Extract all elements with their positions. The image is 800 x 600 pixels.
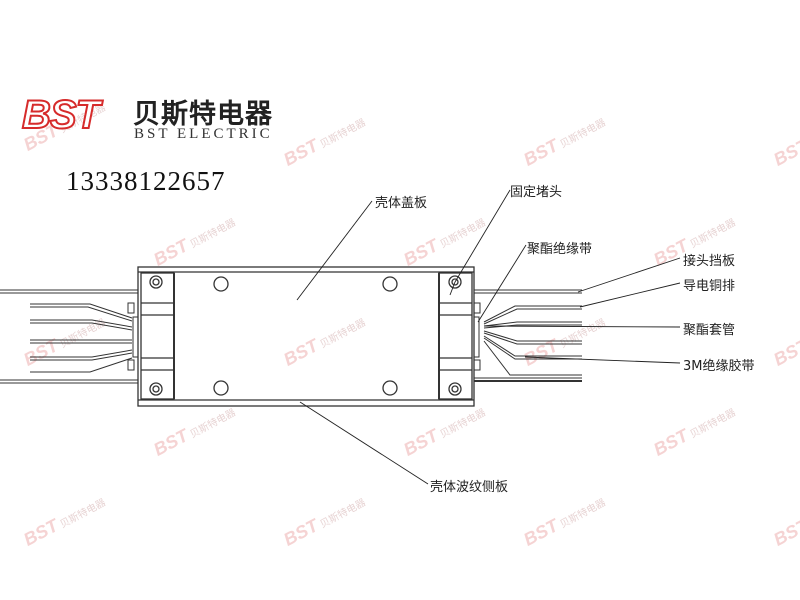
brand-name-cn: 贝斯特电器 xyxy=(133,99,273,130)
bolt-icon xyxy=(149,275,163,289)
label-copper-bar: 导电铜排 xyxy=(683,279,736,294)
label-joint-baffle: 接头挡板 xyxy=(683,254,736,269)
brand-name-en: BST ELECTRIC xyxy=(134,126,273,142)
bolt-icon xyxy=(149,382,163,396)
label-polyester-tape: 聚酯绝缘带 xyxy=(527,242,593,257)
label-cover-plate: 壳体盖板 xyxy=(375,196,428,211)
label-3m-tape: 3M绝缘胶带 xyxy=(683,359,755,374)
bolt-icon xyxy=(448,275,462,289)
left-busbar xyxy=(0,289,139,384)
bolt-icon xyxy=(448,382,462,396)
housing xyxy=(137,266,475,407)
label-fixed-plug: 固定堵头 xyxy=(510,185,563,200)
phone-number: 13338122657 xyxy=(66,166,226,196)
bst-logo: BST xyxy=(21,92,101,138)
right-busbar xyxy=(473,289,582,382)
label-polyester-sleeve: 聚酯套管 xyxy=(683,323,736,338)
label-corrugated-side-plate: 壳体波纹侧板 xyxy=(430,480,509,495)
leader-lines xyxy=(296,189,681,485)
